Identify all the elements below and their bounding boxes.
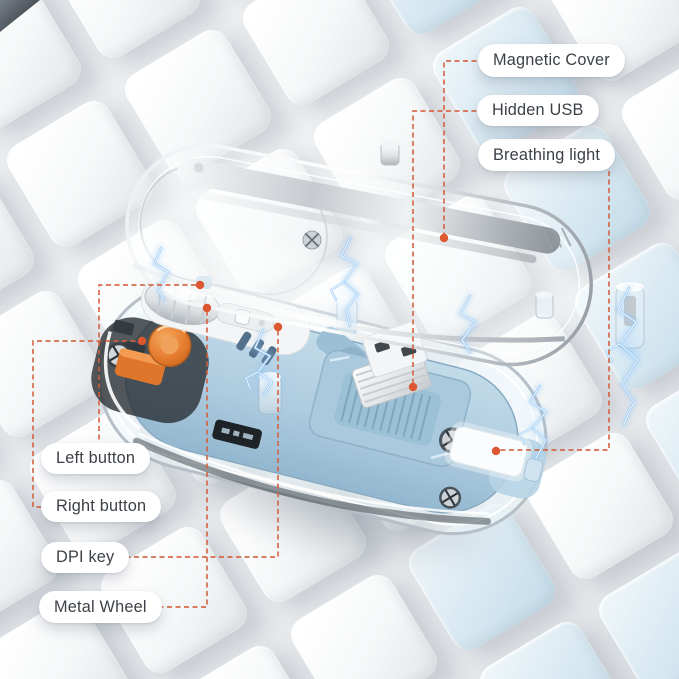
- callout-magnetic-cover: Magnetic Cover: [478, 44, 625, 77]
- callout-breathing-light: Breathing light: [478, 139, 616, 171]
- callout-hidden-usb: Hidden USB: [477, 95, 599, 126]
- callout-metal-wheel: Metal Wheel: [39, 591, 162, 623]
- keycap: [0, 94, 160, 255]
- callout-right-button: Right button: [41, 491, 162, 522]
- keycap-blue: [425, 0, 586, 160]
- callout-dpi-key: DPI key: [41, 542, 130, 573]
- keycap: [118, 23, 278, 183]
- keycap: [307, 71, 467, 231]
- callout-left-button: Left button: [41, 443, 151, 474]
